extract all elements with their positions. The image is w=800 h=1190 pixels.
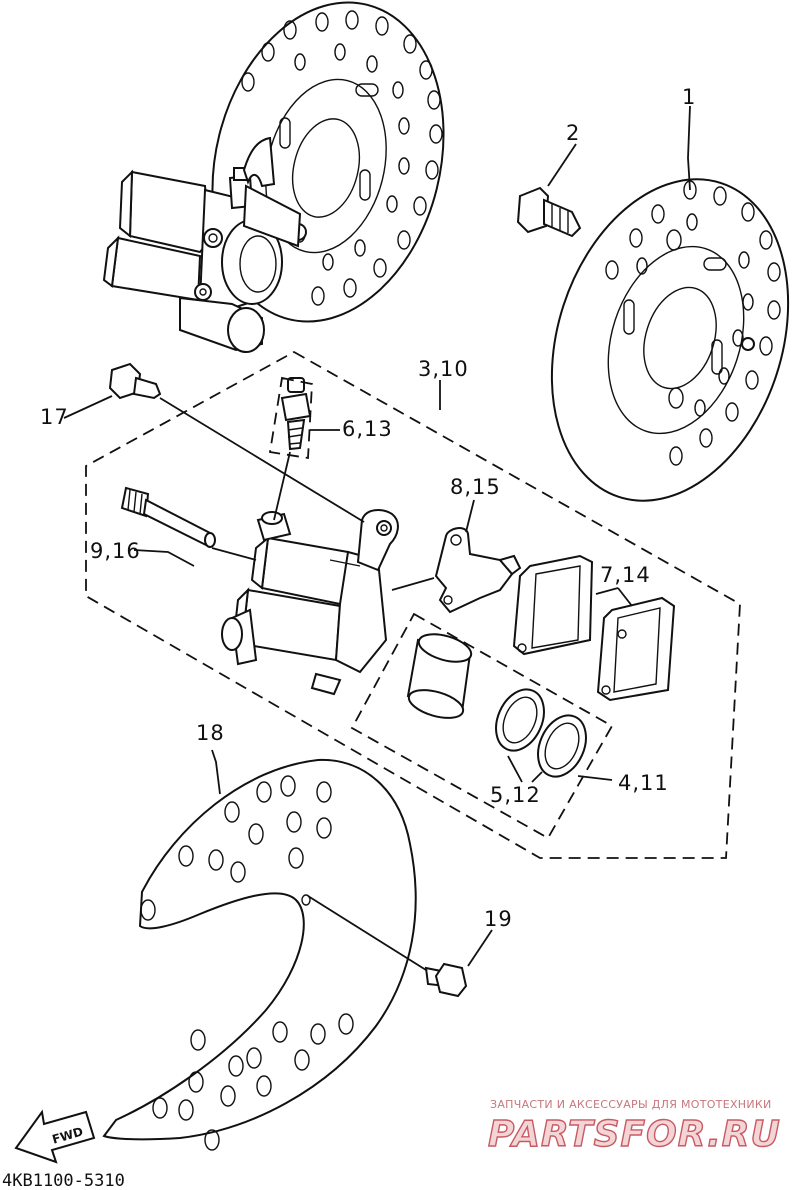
caliper-pin (120, 486, 216, 548)
callout-labels: 1 2 3,10 6,13 17 8,15 9,16 7,14 18 4,11 … (40, 85, 696, 931)
watermark-brand: PARTSFOR.RU (488, 1114, 781, 1155)
disc-cover (102, 758, 417, 1151)
diagram-code: 4KB1100-5310 (2, 1171, 125, 1190)
bleed-screw (280, 377, 312, 451)
brake-pads (512, 554, 676, 702)
label-17: 17 (40, 405, 69, 429)
leader-lines (63, 105, 691, 971)
piston-and-seals (406, 633, 587, 778)
brake-caliper (221, 509, 399, 696)
watermark: ЗАПЧАСТИ И АКСЕССУАРЫ ДЛЯ МОТОТЕХНИКИ PA… (487, 1098, 781, 1156)
label-7-14: 7,14 (600, 563, 651, 587)
label-8-15: 8,15 (450, 475, 501, 499)
label-9-16: 9,16 (90, 539, 141, 563)
cover-bolt (424, 962, 468, 998)
assembly-boundaries (85, 350, 741, 859)
label-19: 19 (484, 907, 513, 931)
label-18: 18 (196, 721, 225, 745)
pad-support-spring (434, 527, 522, 614)
label-6-13: 6,13 (342, 417, 393, 441)
caliper-bolt (108, 362, 162, 400)
assembled-disc-illustration (102, 1, 445, 353)
cover-holes (140, 775, 354, 1151)
label-2: 2 (566, 121, 580, 145)
brake-disc (550, 178, 790, 502)
label-5-12: 5,12 (490, 783, 541, 807)
label-1: 1 (682, 85, 696, 109)
disc-bolt (516, 186, 582, 238)
forward-arrow-icon: FWD (14, 1109, 96, 1164)
label-4-11: 4,11 (618, 771, 669, 795)
label-3-10: 3,10 (418, 357, 469, 381)
watermark-tagline: ЗАПЧАСТИ И АКСЕССУАРЫ ДЛЯ МОТОТЕХНИКИ (490, 1098, 772, 1111)
